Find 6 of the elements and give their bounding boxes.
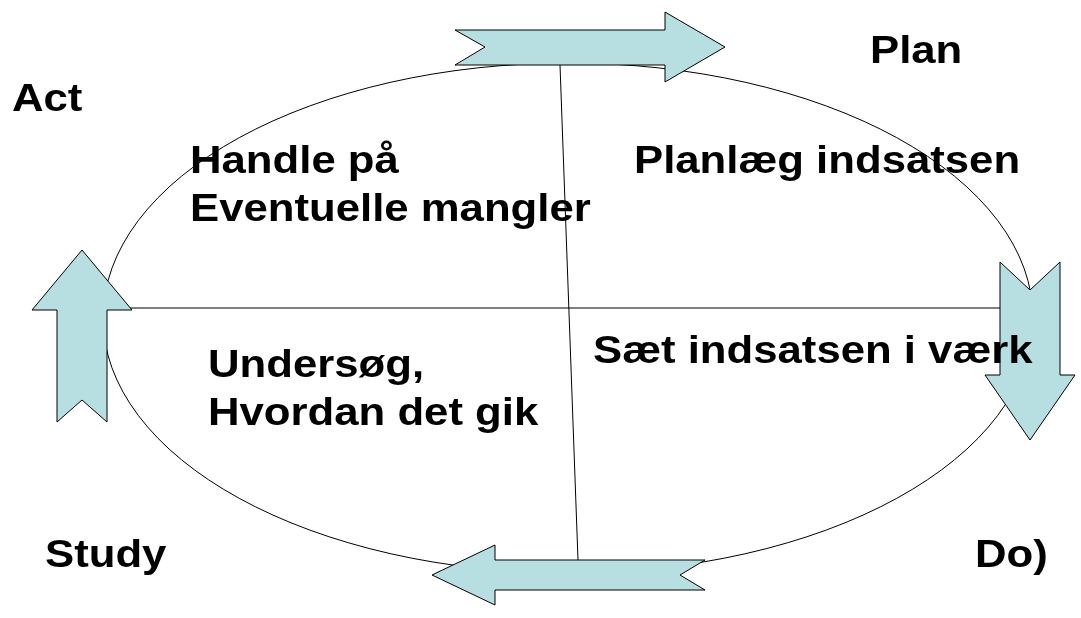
quadrant-text: Handle på Eventuelle mangler [190,138,592,231]
phase-label: Act [12,76,83,121]
quadrant-text: Undersøg, Hvordan det gik [208,342,540,435]
phase-label: Study [45,532,167,577]
phase-label: Do) [975,532,1048,577]
phase-label: Plan [870,28,963,73]
